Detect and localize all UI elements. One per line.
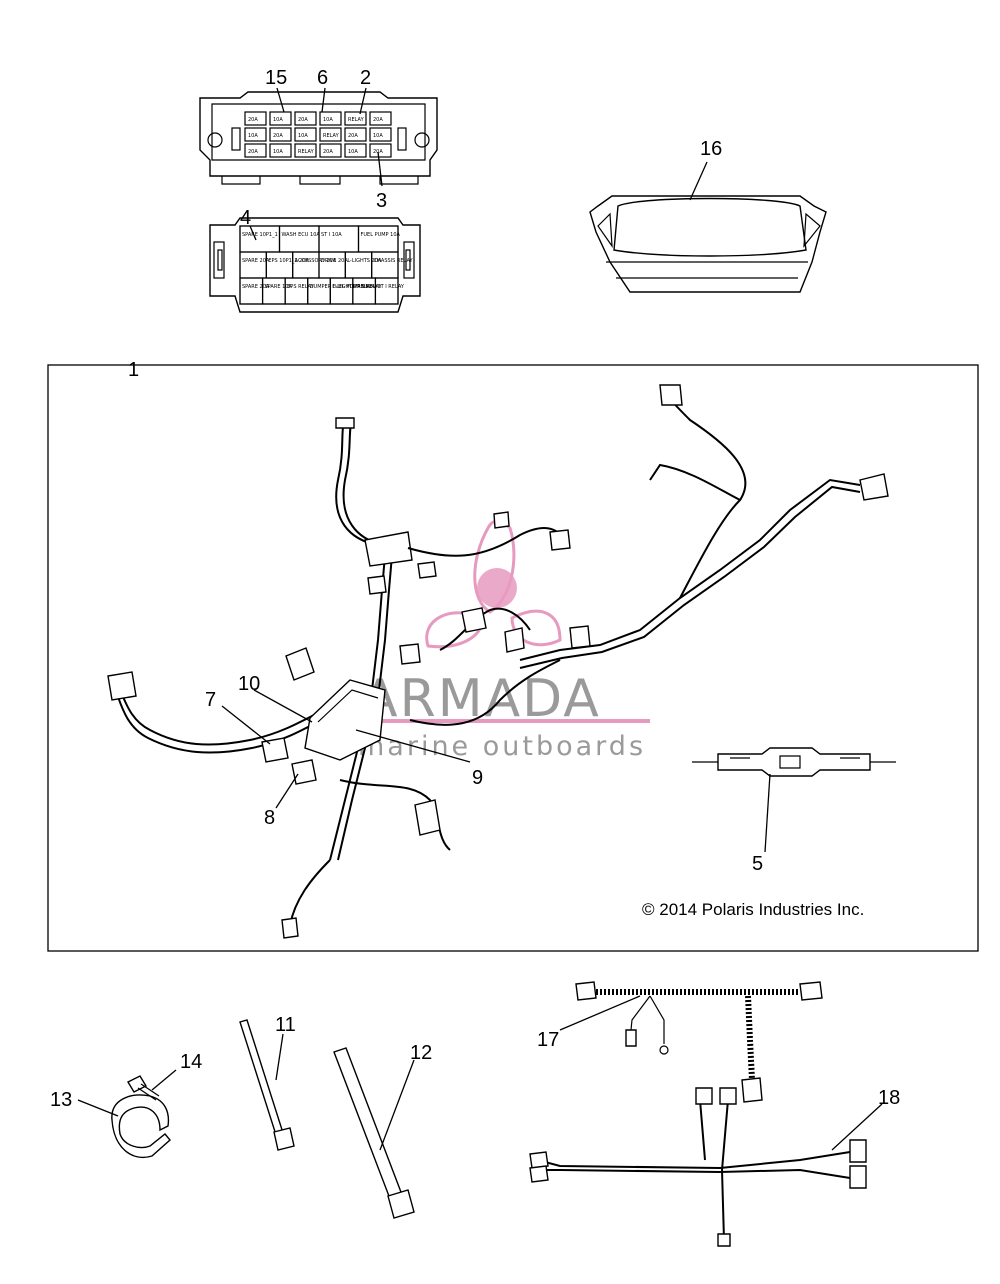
fuse-slot	[319, 127, 342, 142]
callout-7: 7	[205, 689, 216, 711]
cover-cell-label: EPS 10P1_1 20A	[268, 258, 309, 264]
cover-cell-label: ST I 10A	[321, 232, 342, 238]
fuse-slot-label: 10A	[373, 133, 383, 139]
fuse-slot	[369, 127, 392, 142]
inline-fuse-holder	[692, 747, 896, 777]
cover-cell-label: CHASSIS RELAY	[374, 258, 414, 264]
cover-cell-label: ACCESSORY 20A	[295, 258, 337, 264]
cable-tie-long	[333, 1047, 415, 1219]
cover-cell-label: DRIVE 20A	[321, 258, 348, 264]
cover-cell-label: DUMPER L-LIGHTS RELAY	[310, 284, 374, 290]
fuse-slot	[294, 143, 317, 158]
fuse-slot	[294, 127, 317, 142]
fuse-slot-label: 20A	[323, 149, 333, 155]
callout-2: 2	[360, 67, 371, 89]
armada-watermark: ARMADA marine outboards	[358, 519, 650, 762]
fuse-slot	[319, 111, 342, 126]
fuse-slot	[344, 143, 367, 158]
fuse-slot	[369, 111, 392, 126]
fuse-slot	[344, 111, 367, 126]
callout-5: 5	[752, 853, 763, 875]
callout-18: 18	[878, 1087, 900, 1109]
cover-cell-label: SPARE 20A	[242, 258, 270, 264]
cover-cell-label: FUEL PUMP RELAY	[332, 284, 378, 290]
fuse-slot-label: RELAY	[348, 117, 365, 123]
fuse-slot	[244, 111, 267, 126]
callout-6: 6	[317, 67, 328, 89]
fuse-slot-label: 20A	[248, 149, 258, 155]
fuse-slot	[269, 127, 292, 142]
callout-17: 17	[537, 1029, 559, 1051]
fuse-slot	[269, 143, 292, 158]
fuse-box: 20A 10A 20A 10A RELAY 20A 10A 20A 10A RELAY 20A 10A…	[199, 91, 438, 185]
cover-cell-label: L-LIGHTS 20A	[347, 258, 382, 264]
cover-cell-label: SPARE 10A	[265, 284, 293, 290]
callout-4: 4	[240, 207, 251, 229]
fuse-slot	[319, 143, 342, 158]
main-wiring-harness	[107, 384, 889, 939]
leader-lines	[77, 87, 883, 1151]
callout-3: 3	[376, 190, 387, 212]
fuse-slot-label: 10A	[323, 117, 333, 123]
cover-cell-label: FAN RELAY	[355, 284, 383, 290]
fuse-slot-label: 10A	[248, 133, 258, 139]
cover-cell-label: ST I RELAY	[377, 284, 404, 290]
cover-cell-label: WASH ECU 10A	[282, 232, 321, 238]
callout-16: 16	[700, 138, 722, 160]
callout-14: 14	[180, 1051, 202, 1073]
fuse-slot	[369, 143, 392, 158]
cover-cell-label: EPS RELAY	[287, 284, 315, 290]
callout-13: 13	[50, 1089, 72, 1111]
fuse-slot-label: RELAY	[298, 149, 315, 155]
fuse-slot-label: 10A	[273, 149, 283, 155]
fuse-slot	[294, 111, 317, 126]
copyright-notice: © 2014 Polaris Industries Inc.	[642, 900, 864, 919]
fuse-box-lid	[589, 195, 827, 293]
callout-8: 8	[264, 807, 275, 829]
cover-cell-label: FUEL PUMP 10A	[361, 232, 401, 238]
fuse-slot-label: 20A	[273, 133, 283, 139]
cover-cell-label: SPARE 20A	[242, 284, 270, 290]
fuse-slot-label: 20A	[348, 133, 358, 139]
cover-cell-label: SPARE 10P1_1	[242, 232, 278, 238]
fuse-slot	[244, 127, 267, 142]
fuse-slot-label: RELAY	[323, 133, 340, 139]
fuse-slot	[269, 111, 292, 126]
watermark-tagline: marine outboards	[358, 731, 646, 762]
cable-clamp	[111, 1094, 171, 1158]
callout-12: 12	[410, 1042, 432, 1064]
harness-frame	[47, 364, 979, 952]
watermark-brand: ARMADA	[362, 669, 601, 729]
fuse-slot-label: 20A	[248, 117, 258, 123]
fuse-slot-label: 10A	[273, 117, 283, 123]
callout-10: 10	[238, 673, 260, 695]
sub-harness-17	[575, 981, 823, 1103]
fuse-slot-label: 10A	[298, 133, 308, 139]
fuse-slot-label: 10A	[348, 149, 358, 155]
fuse-slot-label: 20A	[298, 117, 308, 123]
callout-labels: 1 2 3 4 5 6 7 8 9 10 11 12 13 14 15 16 1…	[50, 67, 900, 1111]
fuse-slot	[344, 127, 367, 142]
mounting-screw	[127, 1075, 160, 1101]
callout-15: 15	[265, 67, 287, 89]
cover-cell	[374, 277, 399, 305]
cable-tie-short	[239, 1019, 295, 1151]
fuse-slot-label: 20A	[373, 117, 383, 123]
sub-harness-18	[529, 1087, 867, 1247]
callout-9: 9	[472, 767, 483, 789]
callout-11: 11	[275, 1014, 296, 1036]
fuse-slot	[244, 143, 267, 158]
callout-1: 1	[128, 359, 139, 381]
